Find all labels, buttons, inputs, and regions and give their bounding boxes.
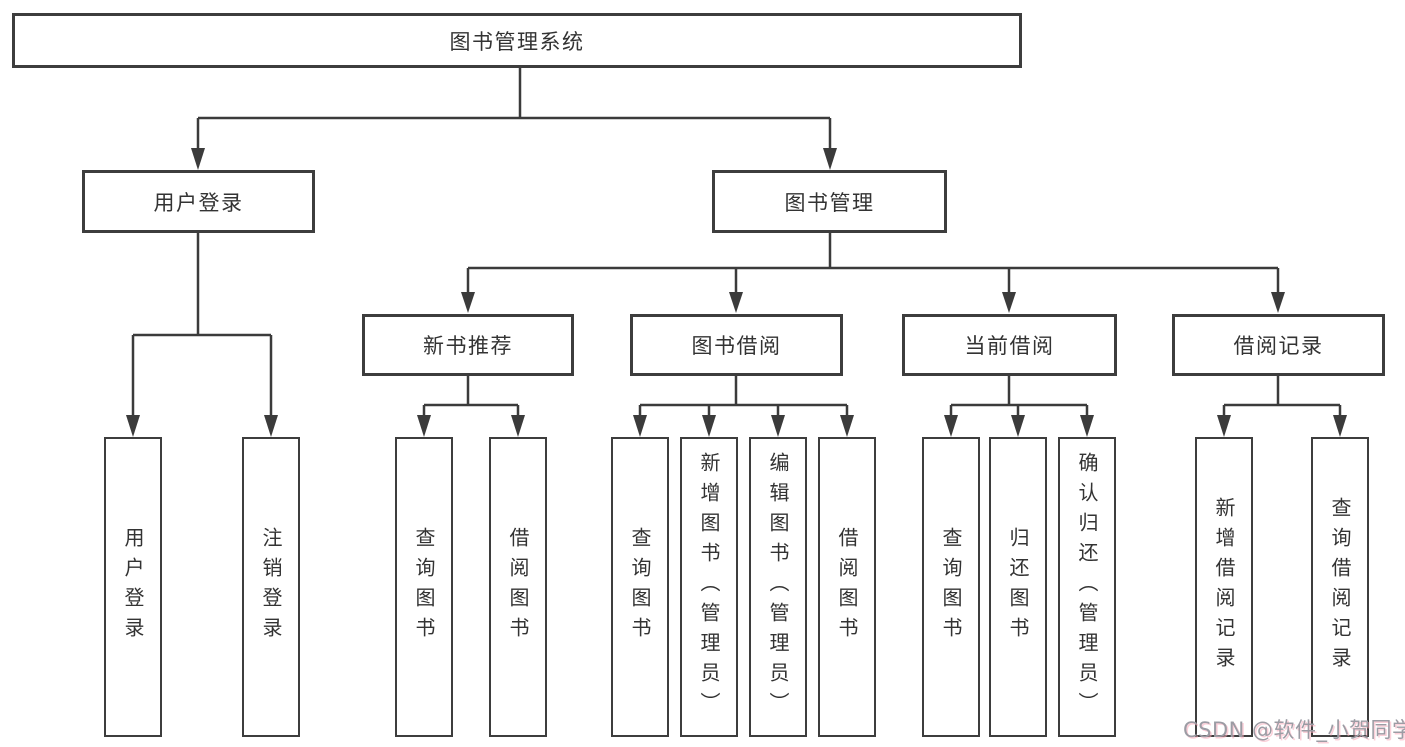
- node-book-management-branch: 图书管理: [712, 170, 947, 233]
- leaf-add-borrowing-record: 新增借阅记录: [1195, 437, 1253, 737]
- node-library-management-system: 图书管理系统: [12, 13, 1022, 68]
- leaf-query-borrowing-record: 查询借阅记录: [1311, 437, 1369, 737]
- node-book-borrowing: 图书借阅: [630, 314, 843, 376]
- leaf-add-books-admin: 新增图书（管理员）: [680, 437, 738, 737]
- node-user-login-branch: 用户登录: [82, 170, 315, 233]
- node-new-book-recommendation: 新书推荐: [362, 314, 574, 376]
- leaf-return-books: 归还图书: [989, 437, 1047, 737]
- arrowheads: [126, 148, 1347, 437]
- leaf-borrow-books-recommendation: 借阅图书: [489, 437, 547, 737]
- leaf-borrow-books: 借阅图书: [818, 437, 876, 737]
- leaf-query-books-borrowing: 查询图书: [611, 437, 669, 737]
- leaf-logout: 注销登录: [242, 437, 300, 737]
- node-borrowing-records: 借阅记录: [1172, 314, 1385, 376]
- csdn-watermark: CSDN @软件_小贺同学: [1183, 718, 1405, 742]
- node-current-borrowing: 当前借阅: [902, 314, 1117, 376]
- leaf-query-books-current: 查询图书: [922, 437, 980, 737]
- leaf-confirm-return-admin: 确认归还（管理员）: [1058, 437, 1116, 737]
- leaf-query-books-recommendation: 查询图书: [395, 437, 453, 737]
- leaf-user-login: 用户登录: [104, 437, 162, 737]
- leaf-edit-books-admin: 编辑图书（管理员）: [749, 437, 807, 737]
